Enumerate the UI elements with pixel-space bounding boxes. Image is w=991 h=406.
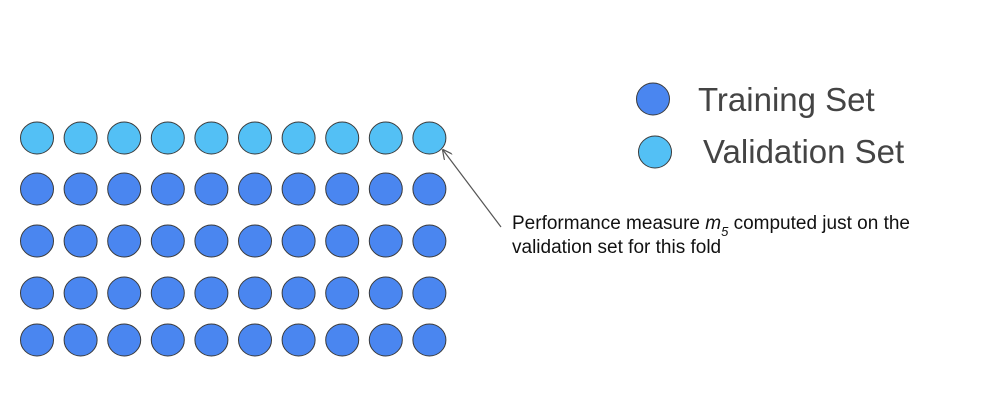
training-sample-point xyxy=(368,276,403,310)
training-sample-point xyxy=(150,172,185,206)
annotation-symbol: m xyxy=(705,213,721,234)
training-sample-point xyxy=(63,323,98,357)
validation-sample-point xyxy=(63,121,98,155)
legend-training-label: Training Set xyxy=(698,81,875,118)
annotation-line-2: validation set for this fold xyxy=(512,237,721,258)
training-sample-point xyxy=(325,172,360,206)
annotation-arrow xyxy=(443,150,502,228)
annotation-prefix: Performance measure xyxy=(512,213,705,234)
validation-sample-point xyxy=(368,121,403,155)
training-sample-point xyxy=(238,172,272,206)
training-sample-point xyxy=(150,323,185,357)
training-sample-point xyxy=(368,224,403,258)
training-sample-point xyxy=(20,323,54,357)
validation-sample-point xyxy=(194,121,229,155)
legend-training-swatch xyxy=(636,82,670,116)
training-sample-point xyxy=(20,172,54,206)
validation-sample-point xyxy=(107,121,142,155)
training-sample-point xyxy=(412,172,447,206)
validation-sample-point xyxy=(325,121,360,155)
annotation-subscript: 5 xyxy=(721,224,729,239)
training-sample-point xyxy=(20,276,54,310)
training-sample-point xyxy=(325,276,360,310)
training-sample-point xyxy=(194,276,229,310)
training-sample-point xyxy=(63,276,98,310)
training-sample-point xyxy=(150,224,185,258)
validation-sample-point xyxy=(238,121,272,155)
training-sample-point xyxy=(107,172,142,206)
sample-grid xyxy=(20,121,447,357)
training-sample-point xyxy=(281,172,316,206)
annotation-suffix: computed just on the xyxy=(728,213,910,234)
validation-sample-point xyxy=(412,121,447,155)
training-sample-point xyxy=(238,224,272,258)
training-sample-point xyxy=(194,172,229,206)
annotation-line-1: Performance measure m5 computed just on … xyxy=(512,213,910,239)
legend-validation-label: Validation Set xyxy=(703,133,904,170)
training-sample-point xyxy=(194,224,229,258)
validation-sample-point xyxy=(20,121,54,155)
training-sample-point xyxy=(281,224,316,258)
validation-sample-point xyxy=(281,121,316,155)
training-sample-point xyxy=(238,323,272,357)
training-sample-point xyxy=(63,172,98,206)
training-sample-point xyxy=(281,323,316,357)
annotation: Performance measure m5 computed just on … xyxy=(512,213,910,258)
training-sample-point xyxy=(281,276,316,310)
validation-sample-point xyxy=(150,121,185,155)
training-sample-point xyxy=(368,323,403,357)
training-sample-point xyxy=(107,276,142,310)
training-sample-point xyxy=(150,276,185,310)
training-sample-point xyxy=(107,323,142,357)
training-sample-point xyxy=(368,172,403,206)
training-sample-point xyxy=(63,224,98,258)
training-sample-point xyxy=(412,276,447,310)
training-sample-point xyxy=(107,224,142,258)
training-sample-point xyxy=(238,276,272,310)
training-sample-point xyxy=(325,224,360,258)
training-sample-point xyxy=(412,224,447,258)
training-sample-point xyxy=(194,323,229,357)
training-sample-point xyxy=(325,323,360,357)
training-sample-point xyxy=(412,323,447,357)
legend-validation-swatch xyxy=(638,135,672,169)
legend: Training Set Validation Set xyxy=(636,81,904,170)
training-sample-point xyxy=(20,224,54,258)
